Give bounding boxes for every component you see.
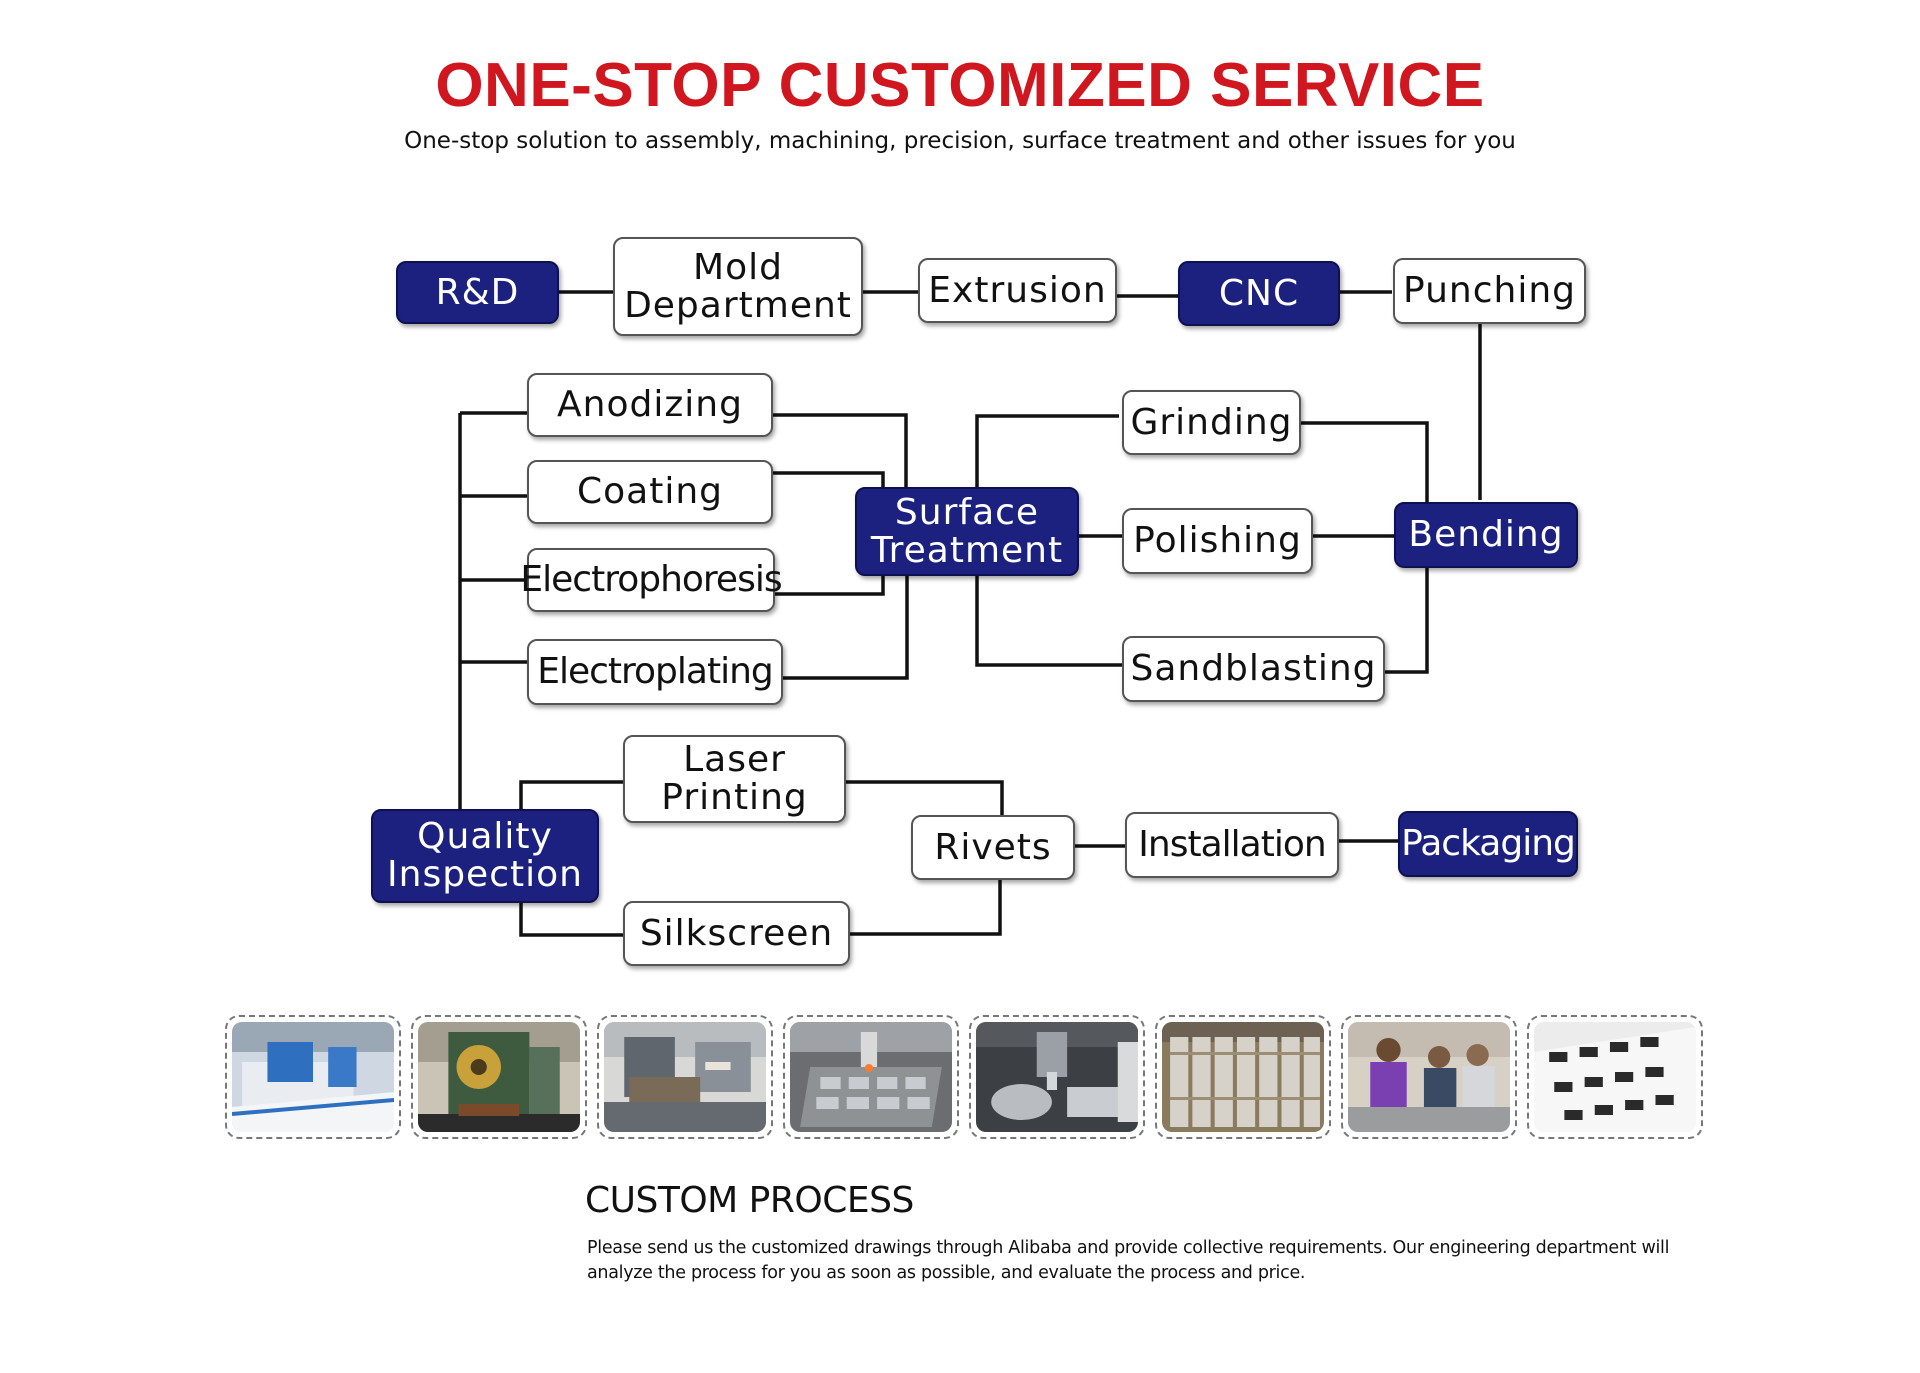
node-quality-line2: Inspection (387, 854, 583, 895)
node-installation-label: Installation (1138, 824, 1326, 866)
node-mold-line1: Mold (693, 246, 783, 288)
connector-quality-laser (519, 780, 623, 809)
connector-grinding-bending (1300, 421, 1429, 505)
node-rd: R&D (396, 261, 559, 324)
node-surface-treatment: Surface Treatment (855, 487, 1079, 576)
node-silkscreen-label: Silkscreen (639, 912, 834, 954)
node-mold-line2: Department (624, 284, 852, 326)
node-laser-line2: Printing (661, 777, 808, 818)
node-grinding-label: Grinding (1130, 401, 1293, 443)
connector-laser-rivets (845, 780, 1004, 815)
node-anodizing: Anodizing (527, 373, 773, 437)
node-bending: Bending (1394, 502, 1578, 568)
node-sandblasting-label: Sandblasting (1130, 648, 1377, 690)
connector-surface-grinding (975, 414, 1119, 487)
connector-electrophoresis-surface (774, 575, 885, 596)
laser-engraving-photo (783, 1015, 959, 1139)
node-extrusion: Extrusion (918, 258, 1117, 323)
node-sandblasting: Sandblasting (1122, 636, 1385, 702)
packed-products-photo (1527, 1015, 1703, 1139)
engineers-inspection-photo (1341, 1015, 1517, 1139)
custom-process-title: CUSTOM PROCESS (585, 1180, 914, 1221)
node-silkscreen: Silkscreen (623, 901, 850, 966)
node-cnc-label: CNC (1218, 272, 1300, 314)
cnc-milling-photo (969, 1015, 1145, 1139)
extrusion-machine-photo (225, 1015, 401, 1139)
node-packaging-label: Packaging (1401, 823, 1576, 865)
page-subtitle: One-stop solution to assembly, machining… (404, 128, 1516, 154)
connector-surface-sandblasting (975, 575, 1122, 667)
node-mold-department: Mold Department (613, 237, 863, 336)
page-title: ONE-STOP CUSTOMIZED SERVICE (435, 51, 1485, 120)
connector-coating-surface (772, 471, 885, 487)
cnc-workshop-photo (597, 1015, 773, 1139)
node-punching-label: Punching (1403, 270, 1576, 312)
node-installation: Installation (1125, 812, 1339, 878)
node-coating-label: Coating (576, 471, 723, 513)
connector-electroplating-surface (782, 575, 909, 680)
connector-anodizing-surface (772, 413, 908, 487)
node-cnc: CNC (1178, 261, 1340, 326)
node-extrusion-label: Extrusion (928, 269, 1107, 311)
node-coating: Coating (527, 460, 773, 524)
node-anodizing-label: Anodizing (557, 384, 743, 426)
node-rd-label: R&D (435, 271, 520, 313)
node-polishing: Polishing (1122, 508, 1313, 574)
node-polishing-label: Polishing (1133, 520, 1302, 562)
node-laser-printing: Laser Printing (623, 735, 846, 823)
node-quality-line1: Quality (417, 816, 553, 858)
connector-quality-silkscreen (519, 903, 623, 937)
connector-silkscreen-rivets (849, 880, 1002, 936)
node-packaging: Packaging (1398, 811, 1578, 877)
node-punching: Punching (1393, 258, 1586, 324)
node-electroplating: Electroplating (527, 639, 783, 705)
custom-process-description: Please send us the customized drawings t… (587, 1238, 1670, 1283)
node-laser-line1: Laser (683, 739, 786, 781)
node-electrophoresis-label: Electrophoresis (520, 559, 782, 601)
punch-press-photo (411, 1015, 587, 1139)
node-grinding: Grinding (1122, 390, 1301, 455)
node-electroplating-label: Electroplating (537, 651, 774, 693)
node-rivets: Rivets (911, 815, 1075, 880)
node-quality-inspection: Quality Inspection (371, 809, 599, 903)
connector-sandblasting-bending (1384, 566, 1429, 674)
node-bending-label: Bending (1408, 514, 1564, 556)
node-rivets-label: Rivets (934, 826, 1052, 868)
node-surface-line1: Surface (894, 491, 1040, 533)
node-electrophoresis: Electrophoresis (520, 548, 783, 612)
aluminum-profiles-photo (1155, 1015, 1331, 1139)
node-surface-line2: Treatment (870, 529, 1064, 571)
